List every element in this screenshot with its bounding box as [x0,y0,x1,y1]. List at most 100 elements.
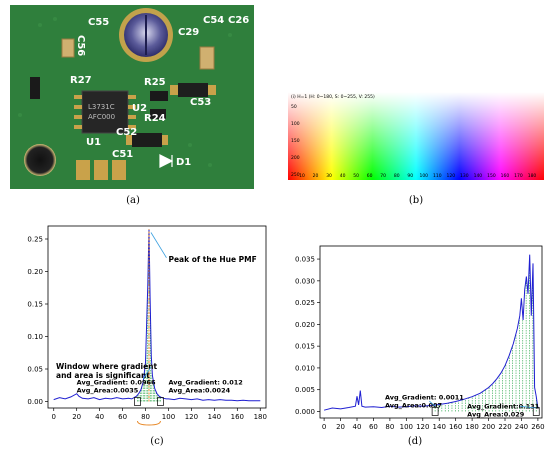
caption-d: (d) [407,436,423,447]
series-line [323,254,539,411]
hsv-y-tick: 200 [291,155,300,161]
x-tick-label: 40 [95,413,104,421]
label-c56: C56 [75,35,86,56]
hsv-y-tick: 100 [291,121,300,127]
mounting-hole [24,144,56,176]
label-c29: C29 [178,27,199,38]
annotation-window: Window where gradient [56,362,157,371]
label-c52: C52 [116,127,137,138]
x-tick-label: 160 [449,423,462,430]
x-tick-label: 180 [254,413,267,421]
window-brace [136,420,161,426]
x-tick-label: 60 [118,413,127,421]
x-tick-label: 260 [531,423,544,430]
pad [94,160,108,180]
label-r25: R25 [144,77,166,88]
annotation-left-stats: Avg_Gradient: 0.0011 [385,393,464,401]
window-arrow [142,366,152,379]
peak-arrow [150,232,167,258]
x-tick-label: 200 [482,423,495,430]
y-tick-label: 0.025 [295,299,315,307]
x-tick-label: 80 [385,423,394,430]
window-start-marker [134,397,141,406]
y-tick-label: 0.035 [295,256,315,264]
hsv-x-tick: 30 [326,173,332,179]
y-tick-label: 0.030 [295,277,315,285]
annotation-right-stats: Avg_Gradient: 0.012 [168,378,242,386]
label-u2: U2 [132,103,147,114]
hsv-title: (i) H=1 (H: 0~180, S: 0~255, V: 255) [291,94,375,100]
x-tick-label: 220 [498,423,511,430]
label-r27: R27 [70,75,92,86]
x-tick-label: 60 [369,423,378,430]
x-tick-label: 100 [400,423,413,430]
x-tick-label: 240 [515,423,528,430]
hsv-y-tick: 250 [291,172,300,178]
x-tick-label: 120 [185,413,198,421]
annotation-left-stats: Avg_Gradient: 0.0966 [77,378,156,386]
hsv-x-tick: 130 [460,173,469,179]
annotation-window: and area is significant [56,371,150,380]
window-end-marker [532,407,540,416]
value-pmf-svg: 0.0000.0050.0100.0150.0200.0250.0300.035… [295,245,545,431]
label-c26: C26 [228,15,249,26]
hsv-x-tick: 80 [394,173,400,179]
y-tick-label: 0.010 [295,364,315,372]
label-u1: U1 [86,137,101,148]
label-c51: C51 [112,149,133,160]
y-tick-label: 0.015 [295,343,315,351]
annotation-right-stats: Avg_Area:0.0024 [168,386,230,394]
y-tick-label: 0.10 [27,333,43,341]
pcb-photo-svg: L3731C AFC000 C55 C54 C26 C29 R27 R25 C5… [10,5,254,189]
x-tick-label: 120 [416,423,429,430]
y-tick-label: 0.15 [27,301,43,309]
hsv-x-tick: 40 [340,173,346,179]
caption-c: (c) [150,436,164,447]
x-tick-label: 0 [322,423,326,430]
caption-b: (b) [408,195,424,206]
x-tick-label: 80 [141,413,150,421]
hsv-y-tick: 150 [291,138,300,144]
hue-pmf-chart: 0.00 0.05 0.10 0.15 0.20 0.25 0 20 40 60 80 100 120 1… [16,222,270,434]
hsv-x-tick: 140 [474,173,483,179]
pad [112,160,126,180]
label-c54: C54 [203,15,224,26]
plot-frame [47,225,267,409]
hsv-x-tick: 180 [528,173,537,179]
series-line [53,229,261,402]
x-tick-label: 180 [465,423,478,430]
hsv-x-tick: 170 [514,173,523,179]
pcb-photo: L3731C AFC000 C55 C54 C26 C29 R27 R25 C5… [10,5,254,189]
window-start-marker [431,407,439,416]
annotation-left-stats: Avg_Area:0.0035 [77,386,139,394]
x-tick-label: 0 [52,413,56,421]
plot-frame [319,245,543,419]
hsv-x-tick: 100 [419,173,428,179]
hsv-x-tick: 70 [380,173,386,179]
annotation-peak: Peak of the Hue PMF [168,255,256,264]
x-tick-label: 40 [353,423,362,430]
window-end-marker [157,397,164,406]
hsv-svg: (i) H=1 (H: 0~180, S: 0~255, V: 255) 501… [288,92,544,180]
hsv-x-tick: 110 [433,173,442,179]
label-d1: D1 [176,157,191,168]
annotation-left-stats: Avg_Area:0.007 [385,401,442,409]
hsv-x-tick: 90 [407,173,413,179]
y-tick-label: 0.00 [27,398,43,406]
y-tick-label: 0.000 [295,408,315,416]
y-tick-label: 0.05 [27,366,43,374]
x-tick-label: 20 [336,423,345,430]
label-c53: C53 [190,97,211,108]
y-tick-label: 0.20 [27,268,43,276]
x-tick-label: 100 [162,413,175,421]
chip-text-1: L3731C [88,103,115,111]
right-arrow [519,405,537,409]
label-c55: C55 [88,17,109,28]
hsv-x-tick: 10 [299,173,305,179]
label-r24: R24 [144,113,166,124]
x-tick-label: 20 [72,413,81,421]
y-tick-label: 0.25 [27,236,43,244]
ic-u1 [81,90,129,134]
